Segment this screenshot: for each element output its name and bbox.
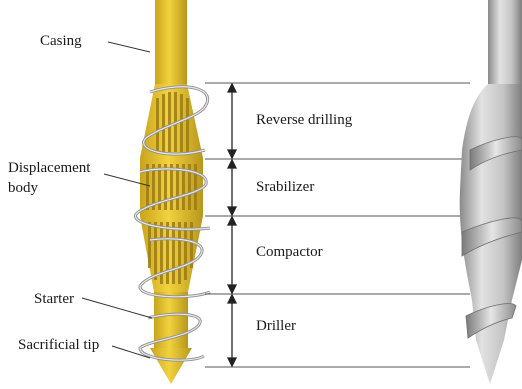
dimension-arrows	[228, 84, 236, 366]
casing-label: Casing	[40, 32, 82, 50]
gray-casing	[488, 0, 522, 84]
sacrificial-tip-cone	[150, 348, 192, 384]
section-label-stabilizer: Srabilizer	[256, 178, 314, 196]
starter-label: Starter	[34, 290, 74, 308]
reverse-drilling-cone	[140, 84, 203, 158]
displacement-label-line1: Displacement	[8, 159, 90, 177]
casing-leader	[108, 42, 150, 52]
starter-leader	[82, 298, 152, 318]
casing-shaft	[155, 0, 187, 88]
yellow-pile-model	[136, 0, 210, 384]
section-label-compactor: Compactor	[256, 243, 323, 261]
section-label-reverse-drilling: Reverse drilling	[256, 111, 352, 129]
section-label-driller: Driller	[256, 317, 296, 335]
gray-pile-model	[460, 0, 522, 384]
displacement-label-line2: body	[8, 179, 38, 197]
sacrificial-tip-label: Sacrificial tip	[18, 336, 99, 354]
